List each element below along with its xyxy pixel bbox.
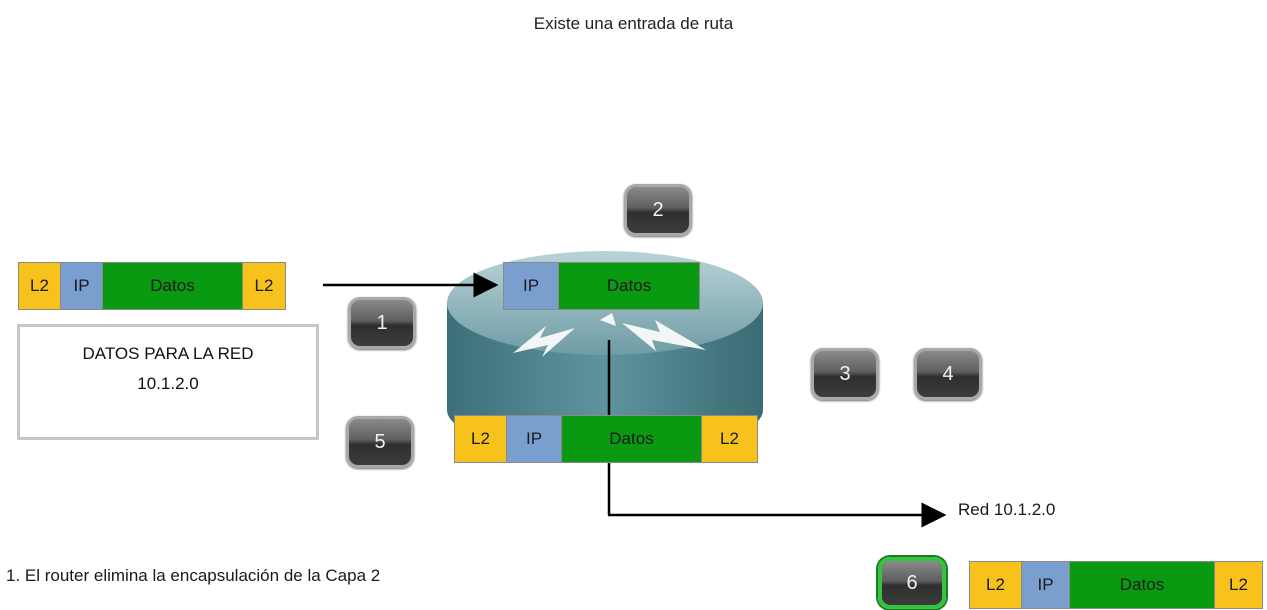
l2-header: L2 bbox=[455, 416, 507, 462]
l2-header: L2 bbox=[19, 263, 61, 309]
reencapsulated-packet: L2 IP Datos L2 bbox=[454, 415, 758, 463]
step-6-button[interactable]: 6 bbox=[878, 557, 946, 609]
ip-header: IP bbox=[504, 263, 559, 309]
incoming-packet: L2 IP Datos L2 bbox=[18, 262, 286, 310]
l2-trailer: L2 bbox=[243, 263, 285, 309]
data-payload: Datos bbox=[1070, 562, 1215, 608]
data-payload: Datos bbox=[562, 416, 702, 462]
decapsulated-packet: IP Datos bbox=[503, 262, 700, 310]
ip-header: IP bbox=[61, 263, 103, 309]
outgoing-packet: L2 IP Datos L2 bbox=[969, 561, 1263, 609]
l2-trailer: L2 bbox=[1215, 562, 1262, 608]
destination-info-box: DATOS PARA LA RED 10.1.2.0 bbox=[17, 324, 319, 440]
network-label: Red 10.1.2.0 bbox=[958, 500, 1056, 519]
l2-trailer: L2 bbox=[702, 416, 757, 462]
data-payload: Datos bbox=[103, 263, 243, 309]
step-5-button[interactable]: 5 bbox=[346, 416, 414, 468]
diagram-title: Existe una entrada de ruta bbox=[533, 14, 734, 33]
destination-line-2: 10.1.2.0 bbox=[137, 374, 199, 393]
step-2-button[interactable]: 2 bbox=[624, 184, 692, 236]
l2-header: L2 bbox=[970, 562, 1022, 608]
ip-header: IP bbox=[507, 416, 562, 462]
step-description: 1. El router elimina la encapsulación de… bbox=[6, 566, 381, 585]
step-3-button[interactable]: 3 bbox=[811, 348, 879, 400]
data-payload: Datos bbox=[559, 263, 699, 309]
destination-line-1: DATOS PARA LA RED bbox=[82, 344, 254, 363]
ip-header: IP bbox=[1022, 562, 1070, 608]
step-4-button[interactable]: 4 bbox=[914, 348, 982, 400]
step-1-button[interactable]: 1 bbox=[348, 297, 416, 349]
